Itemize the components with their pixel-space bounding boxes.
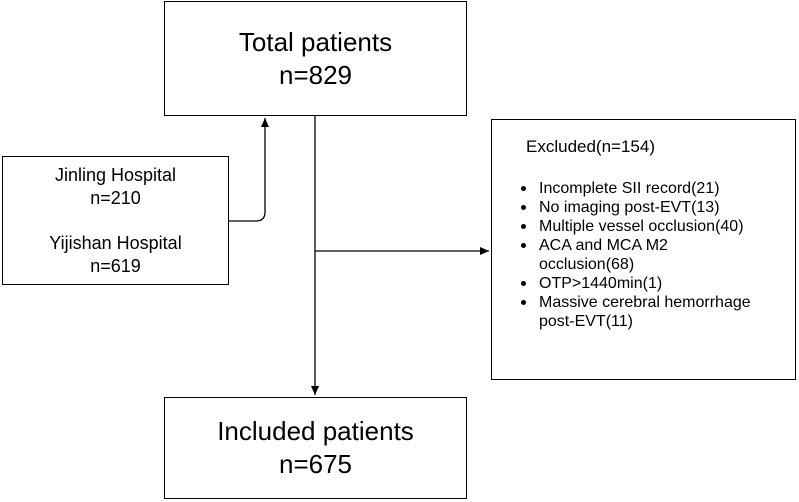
- total-patients-count: n=829: [278, 59, 353, 90]
- exclusion-item: Massive cerebral hemorrhage post-EVT(11): [519, 293, 789, 331]
- included-patients-title: Included patients: [217, 416, 414, 446]
- exclusion-item: ACA and MCA M2 occlusion(68): [519, 236, 789, 274]
- excluded-box: Excluded(n=154) Incomplete SII record(21…: [491, 119, 796, 380]
- excluded-title: Excluded(n=154): [526, 137, 656, 156]
- exclusion-item-line: Multiple vessel occlusion(40): [539, 218, 744, 235]
- exclusion-item: No imaging post-EVT(13): [519, 198, 789, 217]
- sources-to-total-arrow: [229, 118, 269, 222]
- exclusion-item-line: ACA and MCA M2: [539, 237, 668, 254]
- exclusion-item-line: occlusion(68): [539, 256, 635, 273]
- included-patients-box: Included patients n=675: [164, 397, 467, 499]
- hospital-2-name: Yijishan Hospital: [49, 232, 182, 253]
- hospital-1-name: Jinling Hospital: [54, 164, 177, 185]
- exclusion-item-line: post-EVT(11): [539, 313, 633, 330]
- exclusion-item: OTP>1440min(1): [519, 274, 789, 293]
- exclusion-item-line: OTP>1440min(1): [539, 275, 663, 292]
- exclusion-item-line: Massive cerebral hemorrhage: [539, 294, 751, 311]
- exclusion-item: Incomplete SII record(21): [519, 179, 789, 198]
- hospital-sources-box: Jinling Hospital n=210 Yijishan Hospital…: [2, 156, 229, 285]
- hospital-1-count: n=210: [90, 187, 141, 208]
- included-patients-count: n=675: [278, 449, 353, 479]
- exclusion-item-line: Incomplete SII record(21): [539, 180, 720, 197]
- exclusion-item-line: No imaging post-EVT(13): [539, 199, 720, 216]
- exclusion-list: Incomplete SII record(21) No imaging pos…: [519, 179, 789, 331]
- exclusion-item: Multiple vessel occlusion(40): [519, 217, 789, 236]
- total-patients-title: Total patients: [238, 26, 393, 57]
- hospital-2-count: n=619: [90, 255, 141, 276]
- total-patients-box: Total patients n=829: [164, 1, 467, 116]
